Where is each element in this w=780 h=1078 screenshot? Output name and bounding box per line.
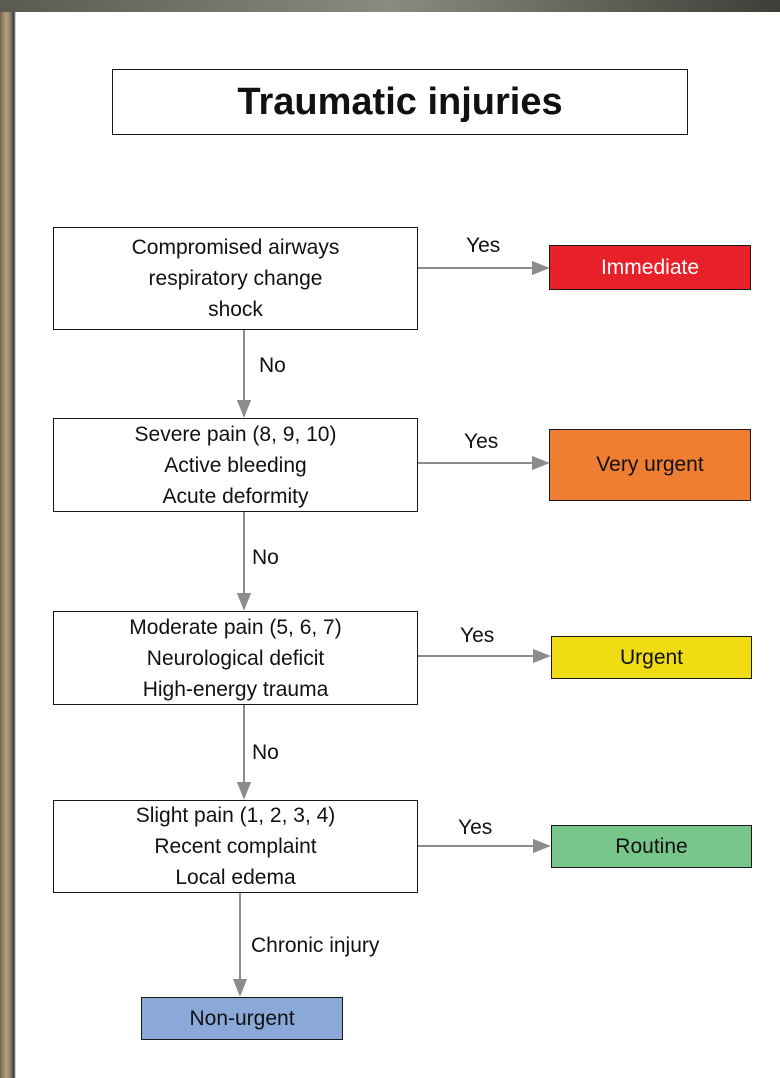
- title-box: Traumatic injuries: [112, 69, 688, 135]
- yes-label-4: Yes: [458, 816, 493, 839]
- decision-line: Compromised airways: [131, 236, 340, 259]
- decision-line: Severe pain (8, 9, 10): [134, 422, 337, 446]
- decision-line: Neurological deficit: [146, 646, 325, 670]
- decision-line: Recent complaint: [154, 835, 317, 858]
- yes-label-2: Yes: [464, 430, 499, 453]
- decision-line: Acute deformity: [162, 484, 309, 508]
- decision-line: Slight pain (1, 2, 3, 4): [135, 804, 336, 827]
- decision-line: Local edema: [175, 866, 296, 889]
- decision-box-1: Compromised airways respiratory change s…: [53, 227, 418, 330]
- outcome-immediate: Immediate: [549, 245, 751, 290]
- decision-line: Moderate pain (5, 6, 7): [129, 615, 342, 639]
- outcome-non-urgent: Non-urgent: [141, 997, 343, 1040]
- outcome-very-urgent: Very urgent: [549, 429, 751, 501]
- yes-label-3: Yes: [460, 624, 495, 647]
- no-label-3: No: [252, 741, 279, 764]
- outcome-routine: Routine: [551, 825, 752, 868]
- decision-line: respiratory change: [148, 267, 323, 290]
- decision-box-3: Moderate pain (5, 6, 7) Neurological def…: [53, 611, 418, 705]
- decision-line: shock: [208, 298, 263, 321]
- yes-label-1: Yes: [466, 234, 501, 257]
- decision-line: Active bleeding: [164, 453, 307, 477]
- decision-box-4: Slight pain (1, 2, 3, 4) Recent complain…: [53, 800, 418, 893]
- no-label-2: No: [252, 546, 279, 569]
- page-title: Traumatic injuries: [237, 80, 563, 123]
- paper-background: [16, 12, 780, 1078]
- top-frame-band: [0, 0, 780, 12]
- decision-line: High-energy trauma: [142, 677, 329, 701]
- decision-box-2: Severe pain (8, 9, 10) Active bleeding A…: [53, 418, 418, 512]
- no-label-1: No: [259, 354, 286, 377]
- chronic-injury-label: Chronic injury: [251, 934, 380, 957]
- outcome-urgent: Urgent: [551, 636, 752, 679]
